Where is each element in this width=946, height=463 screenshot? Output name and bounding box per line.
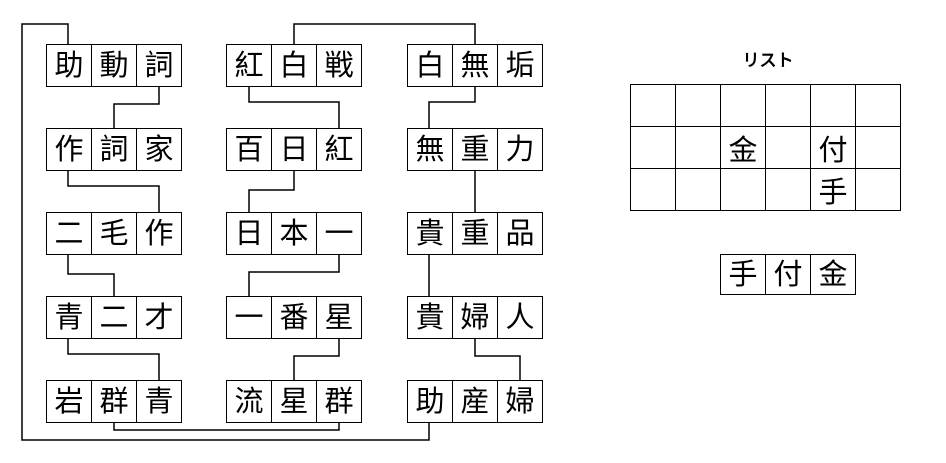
word-cell: 婦: [497, 380, 543, 423]
word-cell: 産: [452, 380, 498, 423]
word-cell: 岩: [46, 380, 92, 423]
word-cell: 重: [452, 128, 498, 171]
word-cell: 貴: [407, 212, 453, 255]
word-cell: 紅: [316, 128, 362, 171]
word-cell: 詞: [91, 128, 137, 171]
list-cell: [630, 84, 676, 127]
list-cell: [675, 168, 721, 211]
word-cell: 無: [452, 44, 498, 87]
list-cell: [675, 126, 721, 169]
list-cell: [630, 126, 676, 169]
word-cell: 動: [91, 44, 137, 87]
word-cell: 才: [136, 296, 182, 339]
list-cell: [630, 168, 676, 211]
word-cell: 白: [271, 44, 317, 87]
word-cell: 婦: [452, 296, 498, 339]
word-cell: 垢: [497, 44, 543, 87]
word-cell: 星: [271, 380, 317, 423]
word-cell: 白: [407, 44, 453, 87]
word-cell: 日: [271, 128, 317, 171]
list-cell: [855, 84, 901, 127]
list-cell: [765, 168, 811, 211]
list-cell: [720, 168, 766, 211]
word-cell: 無: [407, 128, 453, 171]
list-cell: [765, 84, 811, 127]
word-cell: 一: [226, 296, 272, 339]
word-cell: 毛: [91, 212, 137, 255]
word-cell: 番: [271, 296, 317, 339]
word-cell: 助: [46, 44, 92, 87]
word-cell: 一: [316, 212, 362, 255]
word-cell: 戦: [316, 44, 362, 87]
list-cell: 金: [720, 126, 766, 169]
word-cell: 作: [136, 212, 182, 255]
word-cell: 力: [497, 128, 543, 171]
list-cell: 付: [810, 126, 856, 169]
word-cell: 二: [46, 212, 92, 255]
word-cell: 本: [271, 212, 317, 255]
word-cell: 貴: [407, 296, 453, 339]
word-cell: 助: [407, 380, 453, 423]
word-cell: 作: [46, 128, 92, 171]
list-cell: [765, 126, 811, 169]
word-cell: 重: [452, 212, 498, 255]
word-cell: 青: [136, 380, 182, 423]
list-cell: [675, 84, 721, 127]
answer-cell: 付: [765, 254, 811, 295]
answer-cell: 手: [720, 254, 766, 295]
word-cell: 流: [226, 380, 272, 423]
word-cell: 詞: [136, 44, 182, 87]
word-cell: 紅: [226, 44, 272, 87]
list-cell: [855, 168, 901, 211]
word-cell: 人: [497, 296, 543, 339]
list-title: リスト: [742, 51, 794, 71]
word-cell: 二: [91, 296, 137, 339]
answer-cell: 金: [810, 254, 856, 295]
word-cell: 家: [136, 128, 182, 171]
word-cell: 日: [226, 212, 272, 255]
word-cell: 群: [91, 380, 137, 423]
word-cell: 群: [316, 380, 362, 423]
list-cell: [720, 84, 766, 127]
word-cell: 品: [497, 212, 543, 255]
list-cell: [810, 84, 856, 127]
list-cell: 手: [810, 168, 856, 211]
word-cell: 百: [226, 128, 272, 171]
list-cell: [855, 126, 901, 169]
word-cell: 星: [316, 296, 362, 339]
word-cell: 青: [46, 296, 92, 339]
